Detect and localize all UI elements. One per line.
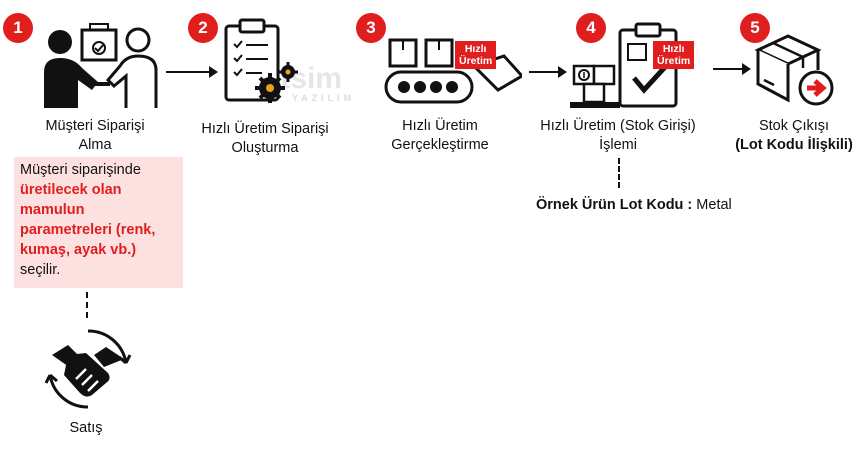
lot-code-note: Örnek Ürün Lot Kodu : Metal bbox=[536, 197, 732, 213]
customer-order-icon bbox=[44, 23, 158, 108]
conveyor-belt-icon bbox=[384, 38, 522, 104]
flow-arrow-1-2 bbox=[166, 66, 218, 78]
step-3-label-line-2: Gerçekleştirme bbox=[391, 137, 489, 153]
note-highlight-line-3: parametreleri (renk, bbox=[20, 222, 156, 238]
step-4-tag-line-2: Üretim bbox=[657, 55, 691, 67]
order-parameters-note: Müşteri siparişinde üretilecek olan mamu… bbox=[14, 157, 183, 288]
step-5-label-line-2: (Lot Kodu İlişkili) bbox=[735, 137, 853, 153]
lot-code-connector bbox=[618, 158, 620, 188]
flow-arrow-3-4 bbox=[529, 66, 567, 78]
step-3-label-line-1: Hızlı Üretim bbox=[402, 118, 478, 134]
note-highlight-line-2: mamulun bbox=[20, 202, 85, 218]
stock-exit-box-icon bbox=[754, 34, 834, 106]
step-4-label: Hızlı Üretim (Stok Girişi) İşlemi bbox=[528, 117, 708, 155]
step-4-label-line-2: İşlemi bbox=[599, 137, 637, 153]
lot-code-value: Metal bbox=[696, 197, 732, 213]
step-2-label-line-1: Hızlı Üretim Siparişi bbox=[201, 121, 329, 137]
step-5-label: Stok Çıkışı (Lot Kodu İlişkili) bbox=[722, 117, 866, 155]
sales-connector bbox=[86, 292, 88, 318]
step-5-label-line-1: Stok Çıkışı bbox=[758, 118, 830, 134]
note-prefix: Müşteri siparişinde bbox=[20, 162, 141, 178]
step-4-tag-line-1: Hızlı bbox=[662, 43, 685, 55]
sales-label: Satış bbox=[69, 420, 103, 436]
step-3-tag-line-1: Hızlı bbox=[464, 43, 487, 55]
note-suffix: seçilir. bbox=[20, 262, 61, 278]
flow-arrow-4-5 bbox=[713, 63, 751, 75]
step-4-speed-tag: Hızlı Üretim bbox=[653, 41, 695, 69]
handshake-icon bbox=[44, 329, 132, 409]
step-1-label-line-2: Alma bbox=[78, 137, 112, 153]
step-1-label: Müşteri Siparişi Alma bbox=[20, 117, 170, 155]
step-3-badge: 3 bbox=[356, 13, 386, 43]
note-highlight-line-4: kumaş, ayak vb.) bbox=[20, 242, 137, 258]
note-highlight-line-1: üretilecek olan bbox=[20, 182, 122, 198]
step-4-badge: 4 bbox=[576, 13, 606, 43]
clipboard-gears-icon bbox=[224, 18, 298, 103]
lot-code-label: Örnek Ürün Lot Kodu : bbox=[536, 197, 693, 213]
step-2-label-line-2: Oluşturma bbox=[231, 140, 299, 156]
step-1-badge: 1 bbox=[3, 13, 33, 43]
step-5-badge: 5 bbox=[740, 13, 770, 43]
watermark-sub: YAZILIM bbox=[292, 93, 356, 103]
step-1-label-line-1: Müşteri Siparişi bbox=[45, 118, 145, 134]
step-3-speed-tag: Hızlı Üretim bbox=[455, 41, 497, 69]
step-4-label-line-1: Hızlı Üretim (Stok Girişi) bbox=[540, 118, 696, 134]
step-3-tag-line-2: Üretim bbox=[459, 55, 493, 67]
step-2-label: Hızlı Üretim Siparişi Oluşturma bbox=[190, 120, 340, 158]
step-3-label: Hızlı Üretim Gerçekleştirme bbox=[365, 117, 515, 155]
step-2-badge: 2 bbox=[188, 13, 218, 43]
